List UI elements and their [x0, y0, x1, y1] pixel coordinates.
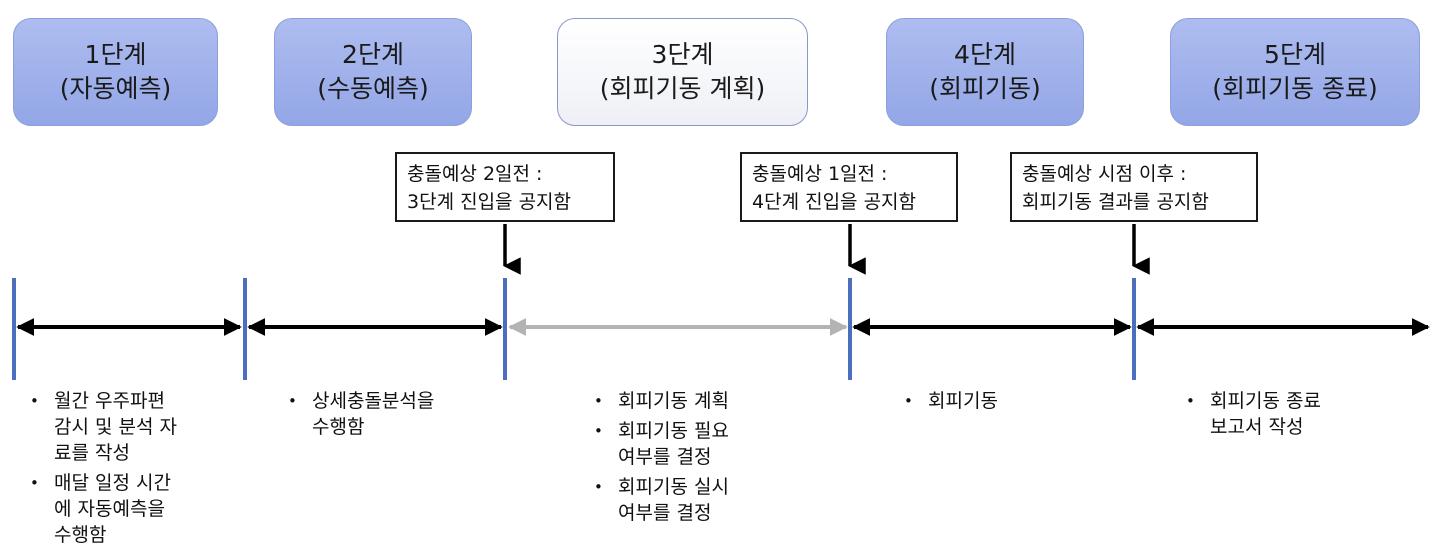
list-item: • 회피기동 계획	[594, 390, 729, 412]
notice-box-stage-5: 충돌예상 시점 이후 : 회피기동 결과를 공지함	[1010, 152, 1258, 222]
notice-box-stage-3: 충돌예상 2일전 : 3단계 진입을 공지함	[395, 152, 615, 222]
bullet-dot-icon: •	[30, 392, 39, 410]
stage-5-box: 5단계 (회피기동 종료)	[1170, 18, 1420, 126]
stage-5-title: 5단계	[1264, 40, 1326, 69]
stage-4-subtitle: (회피기동)	[929, 74, 1041, 103]
notice-line-1: 충돌예상 시점 이후 :	[1022, 163, 1187, 185]
list-item: • 매달 일정 시간 에 자동예측을 수행함	[30, 472, 171, 546]
notice-line-2: 회피기동 결과를 공지함	[1022, 191, 1209, 213]
stage-2-title: 2단계	[342, 40, 404, 69]
stage-5-subtitle: (회피기동 종료)	[1212, 74, 1378, 103]
stage-4-title: 4단계	[954, 40, 1016, 69]
list-item: • 회피기동 실시 여부를 결정	[594, 476, 729, 524]
list-item: • 상세충돌분석을 수행함	[288, 390, 435, 438]
stage-3-subtitle: (회피기동 계획)	[599, 74, 766, 103]
bullet-dot-icon: •	[30, 474, 39, 492]
phase-3-description: • 회피기동 계획 • 회피기동 필요 여부를 결정 • 회피기동 실시 여부를…	[592, 388, 802, 530]
stage-1-box: 1단계 (자동예측)	[13, 18, 218, 126]
list-item: • 회피기동 필요 여부를 결정	[594, 420, 729, 468]
stage-1-title: 1단계	[84, 40, 147, 69]
stage-4-box: 4단계 (회피기동)	[886, 18, 1084, 126]
list-item: • 월간 우주파편 감시 및 분석 자 료를 작성	[30, 390, 177, 464]
bullet-dot-icon: •	[594, 392, 603, 410]
bullet-dot-icon: •	[904, 392, 913, 410]
stage-2-subtitle: (수동예측)	[317, 74, 429, 103]
notice-line-2: 4단계 진입을 공지함	[752, 191, 917, 213]
notice-line-1: 충돌예상 1일전 :	[752, 163, 888, 185]
phase-4-description: • 회피기동	[902, 388, 1082, 418]
stage-1-subtitle: (자동예측)	[59, 74, 172, 103]
stage-2-box: 2단계 (수동예측)	[274, 18, 472, 126]
phase-5-description: • 회피기동 종료 보고서 작성	[1184, 388, 1384, 444]
bullet-dot-icon: •	[288, 392, 297, 410]
bullet-dot-icon: •	[594, 478, 603, 496]
notice-box-stage-4: 충돌예상 1일전 : 4단계 진입을 공지함	[740, 152, 958, 222]
stage-3-title: 3단계	[651, 40, 714, 69]
bullet-dot-icon: •	[594, 422, 603, 440]
phase-1-description: • 월간 우주파편 감시 및 분석 자 료를 작성 • 매달 일정 시간 에 자…	[28, 388, 228, 552]
notice-line-1: 충돌예상 2일전 :	[407, 163, 543, 185]
notice-line-2: 3단계 진입을 공지함	[407, 191, 572, 213]
bullet-dot-icon: •	[1186, 392, 1195, 410]
list-item: • 회피기동 종료 보고서 작성	[1186, 390, 1321, 438]
stage-3-box: 3단계 (회피기동 계획)	[557, 18, 808, 126]
list-item: • 회피기동	[904, 390, 998, 412]
phase-2-description: • 상세충돌분석을 수행함	[286, 388, 486, 444]
